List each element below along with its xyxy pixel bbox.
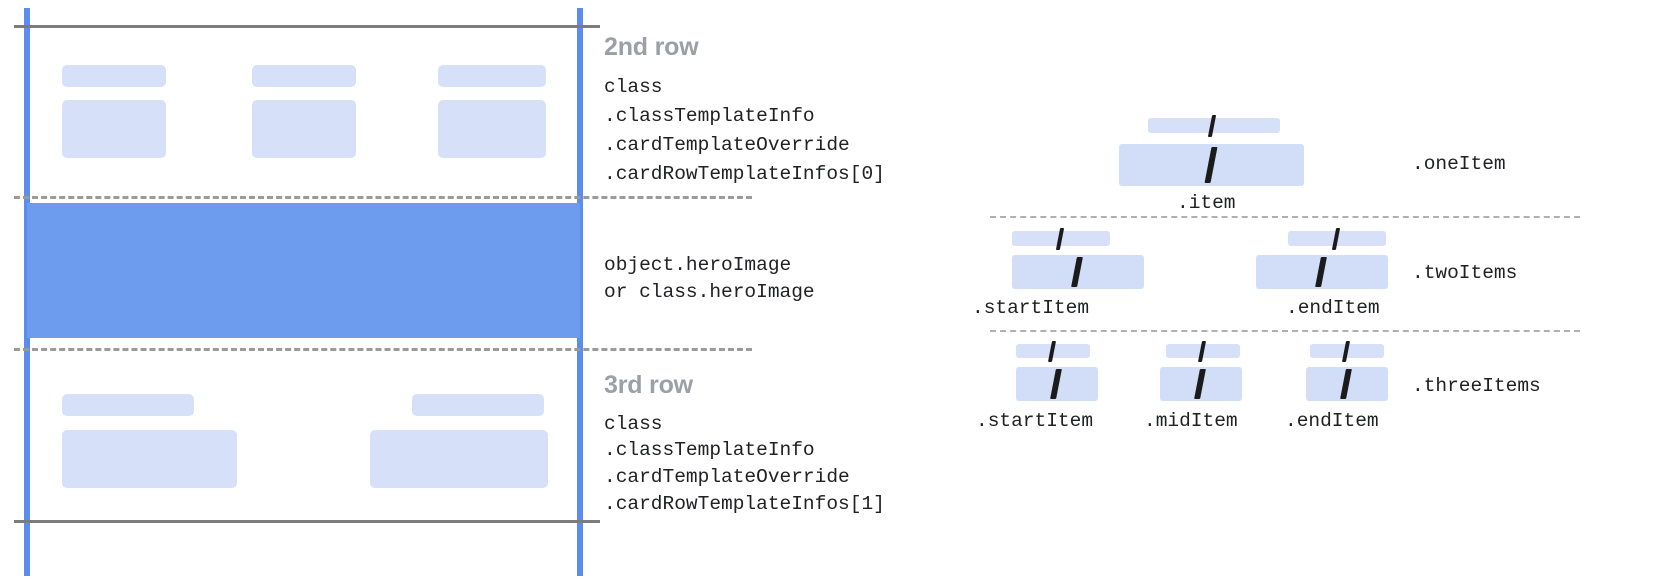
hero-image-band [27, 203, 580, 338]
placeholder-block [438, 100, 546, 158]
group-label-two-items: .twoItems [1412, 262, 1518, 284]
placeholder-block [370, 430, 548, 488]
hero-code-line-2: or class.heroImage [604, 281, 815, 303]
card-top-border [14, 25, 600, 28]
card-bottom-border [14, 520, 600, 523]
card-layout-diagram: 2nd row class .classTemplateInfo .cardTe… [0, 0, 885, 584]
row-title-3rd: 3rd row [604, 371, 693, 399]
placeholder-block [62, 65, 166, 87]
row-code-3rd-line-1: class [604, 413, 663, 435]
item-label-end-item: .endItem [1286, 297, 1380, 319]
row-code-3rd-line-3: .cardTemplateOverride [604, 466, 850, 488]
row-code-2nd-line-4: .cardRowTemplateInfos[0] [604, 163, 885, 185]
placeholder-block [62, 394, 194, 416]
item-label-mid-item: .midItem [1144, 410, 1238, 432]
item-label-start-item: .startItem [976, 410, 1094, 432]
row-code-2nd-line-1: class [604, 76, 663, 98]
row-code-2nd-line-3: .cardTemplateOverride [604, 134, 850, 156]
group-separator-upper [990, 216, 1580, 218]
item-label-end-item: .endItem [1285, 410, 1379, 432]
placeholder-block [438, 65, 546, 87]
group-label-one-item: .oneItem [1412, 153, 1506, 175]
placeholder-block [252, 65, 356, 87]
placeholder-block [62, 430, 237, 488]
item-label-item: .item [1177, 192, 1236, 214]
right-guide-rail [577, 8, 583, 576]
placeholder-block [252, 100, 356, 158]
row-separator-lower [14, 348, 752, 351]
placeholder-block [412, 394, 544, 416]
item-label-start-item: .startItem [972, 297, 1090, 319]
row-code-3rd-line-2: .classTemplateInfo [604, 439, 815, 461]
placeholder-block [62, 100, 166, 158]
row-separator-upper [14, 196, 752, 199]
row-code-2nd-line-2: .classTemplateInfo [604, 105, 815, 127]
row-title-2nd: 2nd row [604, 33, 699, 61]
item-slots-diagram: .item .oneItem .startItem .endItem .twoI… [940, 0, 1676, 584]
group-label-three-items: .threeItems [1412, 375, 1541, 397]
hero-code-line-1: object.heroImage [604, 254, 792, 276]
row-code-3rd-line-4: .cardRowTemplateInfos[1] [604, 493, 885, 515]
group-separator-lower [990, 330, 1580, 332]
